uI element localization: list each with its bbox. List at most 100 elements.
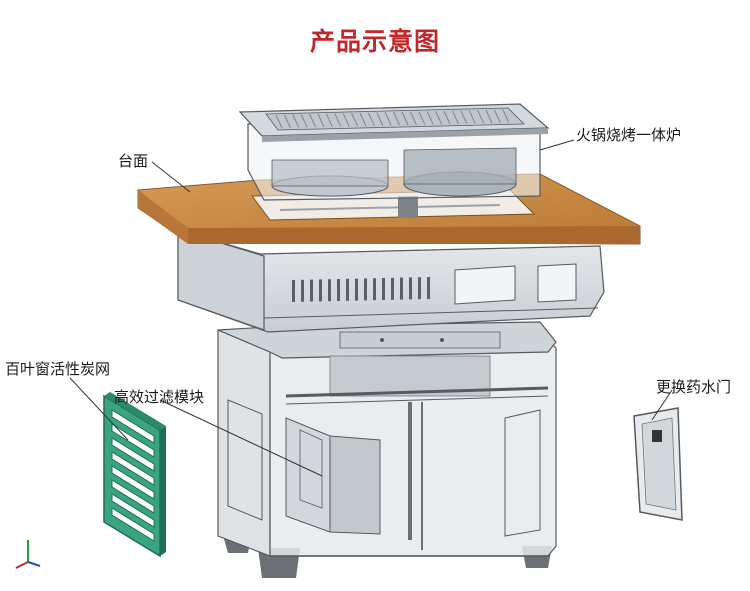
leader-door <box>651 389 673 421</box>
vent-slot <box>346 278 349 301</box>
door-inner <box>641 417 677 511</box>
rack-bar <box>409 111 417 126</box>
label-filter-module: 高效过滤模块 <box>114 388 205 406</box>
cabinet-rail <box>285 386 549 398</box>
louver-carbon-panel <box>103 392 166 558</box>
louver-slat <box>111 465 155 500</box>
vent-slot <box>364 278 367 301</box>
axis-gizmo <box>15 540 41 569</box>
rack-bar <box>426 111 434 125</box>
rack-bar <box>485 109 493 124</box>
cabinet-side-window <box>227 399 263 521</box>
diagram-title: 产品示意图 <box>309 27 440 56</box>
rack-bar <box>359 112 367 127</box>
rack-bar <box>393 111 401 126</box>
body-opening <box>454 265 516 305</box>
louver-slat <box>111 479 155 514</box>
body-seam <box>263 307 599 319</box>
leader-grill <box>539 139 575 151</box>
vent-slot <box>382 278 385 300</box>
rack-bar <box>342 113 350 127</box>
vent-slot <box>301 279 304 302</box>
rack-bar <box>493 109 501 124</box>
medicine-door <box>633 407 683 521</box>
vent-slot <box>391 277 394 300</box>
rack-bar <box>418 111 426 125</box>
countertop-left-edge <box>138 190 188 244</box>
rack-bar <box>451 110 459 125</box>
vent-slot <box>319 279 322 302</box>
louver-slat <box>111 507 155 542</box>
cutout-pipe <box>398 196 418 218</box>
filter-box <box>329 435 381 535</box>
body-left-face <box>177 229 265 331</box>
grill-hotpot-unit <box>238 103 550 201</box>
hotpot-bowl-right-body <box>403 147 517 185</box>
vent-slot <box>418 277 421 300</box>
rack-bar <box>502 109 510 123</box>
rack-bar <box>325 113 333 128</box>
louver-slats <box>111 409 155 542</box>
rack-bar <box>367 112 375 127</box>
cutout-bar <box>279 204 501 211</box>
label-louver-carbon: 百叶窗活性炭网 <box>5 360 111 378</box>
vent-slot <box>400 277 403 300</box>
label-grill-hotpot: 火锅烧烤一体炉 <box>576 126 682 144</box>
vent-slot <box>310 279 313 302</box>
hotpot-bowl-left-body <box>271 159 389 187</box>
vent-slot <box>337 279 340 301</box>
grill-rack <box>265 107 525 131</box>
vent-slot <box>409 277 412 300</box>
louver-slat <box>111 437 155 472</box>
body-opening <box>537 263 577 303</box>
rack-bar <box>376 112 384 126</box>
countertop-front-edge <box>188 226 640 244</box>
grill-rack-bars <box>275 109 510 129</box>
cabinet-rail <box>285 395 549 405</box>
vent-slots <box>292 277 430 302</box>
vent-slot <box>427 277 430 299</box>
rack-bar <box>275 114 283 129</box>
leader-louver <box>69 377 129 441</box>
rack-bar <box>351 112 359 127</box>
louver-slat <box>111 451 155 486</box>
label-countertop: 台面 <box>118 152 149 170</box>
leader-filter <box>159 399 323 477</box>
louver-slat <box>111 409 155 444</box>
connector-bolt <box>380 338 384 342</box>
louver-frame-edge <box>160 426 166 556</box>
rack-bar <box>292 114 300 128</box>
cabinet-right-window <box>504 409 541 537</box>
louver-slat <box>111 423 155 458</box>
filter-box-inner <box>299 429 323 509</box>
mid-metal-body <box>177 229 605 349</box>
label-medicine-door: 更换药水门 <box>656 378 732 396</box>
vent-slot <box>373 278 376 301</box>
rack-bar <box>401 111 409 126</box>
louver-frame-side <box>104 392 166 430</box>
axis-x <box>15 561 29 569</box>
vent-slot <box>292 280 295 302</box>
rack-bar <box>300 114 308 128</box>
rack-bar <box>384 112 392 126</box>
filter-housing <box>285 417 331 533</box>
rack-bar <box>468 110 476 124</box>
axis-z <box>27 561 41 567</box>
rack-bar <box>309 113 317 128</box>
vent-slot <box>328 279 331 302</box>
rack-bar <box>460 110 468 124</box>
leader-countertop <box>151 161 191 193</box>
door-handle <box>652 430 662 442</box>
rack-bar <box>283 114 291 129</box>
grill-tray-front <box>262 128 548 142</box>
rack-bar <box>477 109 485 124</box>
body-connector <box>339 331 501 349</box>
vent-slot <box>355 278 358 301</box>
rack-bar <box>317 113 325 128</box>
rack-bar <box>435 110 443 125</box>
base-cabinet <box>217 321 557 578</box>
leader-lines <box>69 139 673 477</box>
louver-slat <box>111 493 155 528</box>
rack-bar <box>334 113 342 127</box>
